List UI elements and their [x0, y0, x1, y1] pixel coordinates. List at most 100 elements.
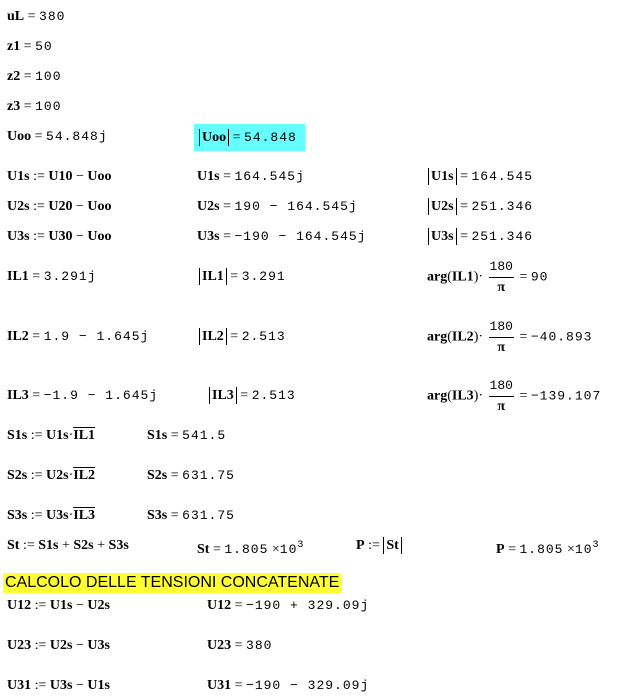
operand: U1s [49, 598, 73, 613]
eval-U3s[interactable]: U3s = −190 − 164.545j [197, 229, 367, 245]
def-z2[interactable]: z2 = 100 [7, 69, 62, 85]
assign-sign: := [33, 199, 45, 214]
pi-symbol: π [497, 399, 506, 414]
operand: U2s [87, 598, 110, 613]
res-name: P [496, 542, 505, 557]
res-name: U12 [207, 598, 232, 613]
lhs: U1s [7, 169, 30, 184]
eval-abs-Uoo[interactable]: Uoo = 54.848 [194, 124, 305, 151]
fraction-numerator: 180 [488, 319, 514, 338]
equals-sign: = [240, 388, 249, 403]
eval-arg-IL2[interactable]: arg(IL2)· 180 π = −40.893 [427, 319, 593, 356]
equals-sign: = [223, 229, 231, 244]
equals-sign: = [32, 269, 41, 284]
operand: U2s [49, 638, 73, 653]
var-name: Uoo [7, 129, 32, 144]
def-z1[interactable]: z1 = 50 [7, 39, 53, 55]
fraction-numerator: 180 [488, 259, 514, 278]
equals-sign: = [460, 169, 468, 184]
def-St[interactable]: St := S1s + S2s + S3s [7, 538, 129, 554]
res-name: U1s [197, 169, 220, 184]
lhs: S2s [7, 468, 28, 483]
eval-IL3[interactable]: IL3 = −1.9 − 1.645j [7, 388, 158, 404]
equals-sign: = [234, 638, 243, 653]
eval-U1s[interactable]: U1s = 164.545j [197, 169, 305, 185]
assign-sign: := [34, 638, 47, 653]
def-U1s[interactable]: U1s := U10 − Uoo [7, 169, 112, 185]
def-S2s[interactable]: S2s := U2s·IL2 [7, 468, 95, 484]
conjugate-operand: IL2 [73, 468, 96, 483]
var-value: 1.9 − 1.645j [43, 329, 150, 344]
eval-IL2[interactable]: IL2 = 1.9 − 1.645j [7, 329, 149, 345]
minus-sign: − [75, 638, 84, 653]
eval-arg-IL3[interactable]: arg(IL3)· 180 π = −139.107 [427, 378, 602, 414]
eval-arg-IL1[interactable]: arg(IL1)· 180 π = 90 [427, 259, 549, 296]
eval-S2s[interactable]: S2s = 631.75 [147, 468, 235, 484]
section-heading[interactable]: CALCOLO DELLE TENSIONI CONCATENATE [3, 573, 342, 593]
minus-sign: − [75, 169, 84, 184]
eval-St[interactable]: St = 1.805 ×103 [197, 538, 303, 558]
abs-name: U3s [428, 228, 457, 245]
eval-abs-U3s[interactable]: U3s = 251.346 [428, 228, 533, 245]
arg-function: arg [427, 388, 448, 404]
abs-name: IL3 [209, 387, 237, 404]
def-U3s[interactable]: U3s := U30 − Uoo [7, 229, 112, 245]
abs-value: 164.545 [471, 169, 534, 184]
equals-sign: = [223, 169, 231, 184]
eval-abs-IL3[interactable]: IL3 = 2.513 [209, 387, 296, 404]
fraction: 180 π [488, 319, 514, 356]
operand: Uoo [87, 169, 112, 184]
eval-abs-IL1[interactable]: IL1 = 3.291 [199, 268, 286, 285]
equals-sign: = [460, 199, 468, 214]
equals-sign: = [27, 9, 36, 24]
lhs: St [7, 538, 20, 553]
def-z3[interactable]: z3 = 100 [7, 99, 62, 115]
res-value: −190 + 329.09j [246, 598, 370, 613]
def-P[interactable]: P := St [356, 537, 402, 554]
fraction: 180 π [488, 259, 514, 296]
operand: U20 [48, 199, 73, 214]
res-name: U23 [207, 638, 232, 653]
var-value: 380 [39, 9, 66, 24]
eval-U31[interactable]: U31 = −190 − 329.09j [207, 678, 369, 694]
abs-name: IL1 [199, 268, 227, 285]
eval-abs-IL2[interactable]: IL2 = 2.513 [199, 328, 286, 345]
def-U12[interactable]: U12 := U1s − U2s [7, 598, 110, 614]
eval-abs-U1s[interactable]: U1s = 164.545 [428, 168, 533, 185]
times-sign: × [271, 542, 280, 557]
arg-value: −139.107 [530, 388, 602, 404]
res-name: S2s [147, 468, 168, 483]
var-value: 50 [35, 39, 53, 54]
def-S3s[interactable]: S3s := U3s·IL3 [7, 508, 95, 524]
lhs: U23 [7, 638, 32, 653]
var-name: IL3 [7, 388, 29, 403]
var-value: 54.848j [46, 129, 108, 144]
abs-name: U1s [428, 168, 457, 185]
eval-IL1[interactable]: IL1 = 3.291j [7, 269, 97, 285]
equals-sign: = [232, 130, 241, 145]
eval-abs-U2s[interactable]: U2s = 251.346 [428, 198, 533, 215]
operand: U2s [46, 468, 69, 483]
eval-U23[interactable]: U23 = 380 [207, 638, 272, 654]
eval-S1s[interactable]: S1s = 541.5 [147, 428, 226, 444]
assign-sign: := [30, 508, 43, 523]
var-name: IL1 [7, 269, 29, 284]
def-Uoo[interactable]: Uoo = 54.848j [7, 129, 108, 145]
res-exponent: 3 [297, 540, 304, 551]
eval-S3s[interactable]: S3s = 631.75 [147, 508, 235, 524]
operand: U1s [46, 428, 69, 443]
abs-name: IL2 [199, 328, 227, 345]
eval-U2s[interactable]: U2s = 190 − 164.545j [197, 199, 358, 215]
def-uL[interactable]: uL = 380 [7, 9, 65, 25]
eval-P[interactable]: P = 1.805 ×103 [496, 538, 599, 558]
def-S1s[interactable]: S1s := U1s·IL1 [7, 428, 95, 444]
assign-sign: := [30, 428, 43, 443]
def-U23[interactable]: U23 := U2s − U3s [7, 638, 110, 654]
eval-U12[interactable]: U12 = −190 + 329.09j [207, 598, 369, 614]
operand: U30 [48, 229, 73, 244]
fraction-numerator: 180 [488, 378, 514, 397]
res-name: S3s [147, 508, 168, 523]
equals-sign: = [519, 269, 528, 285]
def-U31[interactable]: U31 := U3s − U1s [7, 678, 110, 694]
def-U2s[interactable]: U2s := U20 − Uoo [7, 199, 112, 215]
